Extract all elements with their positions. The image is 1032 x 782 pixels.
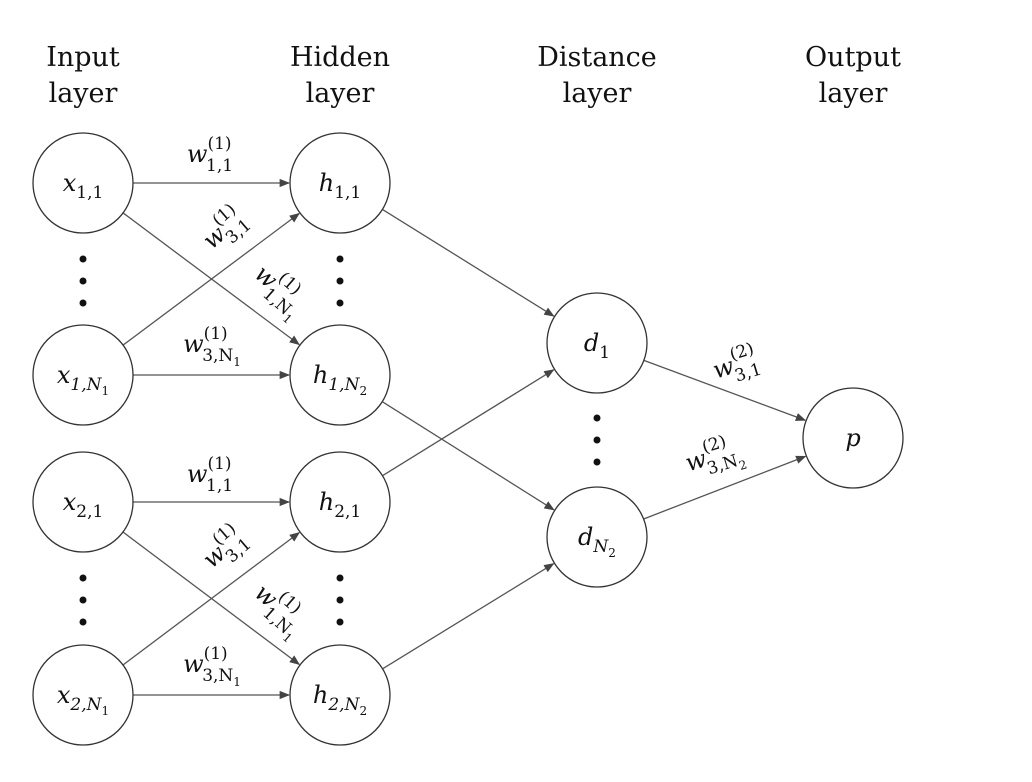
node-x1N: x1,N1 [32,324,134,426]
layer-title-line2: layer [49,78,118,109]
nodes: x1,1 x1,N1 x2,1 x2,N1 h1,1 h1,N2 h2,1 h2,N2 d1 dN… [32,132,904,746]
edges [122,178,807,700]
node-h11: h1,1 [289,132,391,234]
edge-h2N-dN [382,563,555,670]
node-dN: dN2 [546,486,648,588]
layer-title-line2: layer [563,78,632,109]
weight-label-w-f: w(2)3,N2 [680,428,749,488]
node-circle [289,132,391,234]
weight-text: w(2)3,N2 [680,428,749,488]
node-circle [546,292,648,394]
weight-label-w-a2: w(1)1,1 [187,454,233,496]
node-h21: h2,1 [289,451,391,553]
ellipsis-dot [336,255,344,263]
weight-label-w-d1: w(1)3,N1 [183,324,241,369]
weight-label-w-d2: w(1)3,N1 [183,644,241,689]
node-circle [289,644,391,746]
node-label: h1,N2 [313,361,367,398]
weight-label-w-a1: w(1)1,1 [187,134,233,176]
layer-title-hidden: Hidden layer [290,42,390,109]
ellipsis-input-2 [79,574,87,626]
node-h1N: h1,N2 [289,324,391,426]
weight-text: w(1)3,1 [193,199,255,261]
edge-h21-d1 [382,369,555,477]
weight-label-w-e: w(2)3,1 [708,338,764,392]
layer-title-line2: layer [819,78,888,109]
layer-title-line1: Distance [537,42,657,73]
node-circle [32,132,134,234]
node-circle [32,451,134,553]
node-label: d1 [584,329,610,363]
weight-label-w-b2: w(1)3,1 [193,518,255,580]
ellipsis-dot [79,574,87,582]
edge-dN-p [643,455,807,520]
weight-label-w-b1: w(1)3,1 [193,199,255,261]
layer-title-input: Input layer [46,42,120,109]
node-label: p [845,424,860,452]
node-x21: x2,1 [32,451,134,553]
node-p: p [802,387,904,489]
node-d1: d1 [546,292,648,394]
ellipsis-dot [593,458,601,466]
ellipsis-dot [79,277,87,285]
node-circle [289,324,391,426]
weight-text: w(1)3,N1 [183,324,241,369]
node-label: x1,1 [63,169,104,203]
weight-label-w-c1: w(1)1,N1 [242,255,315,327]
node-circle [32,324,134,426]
weight-text: w(2)3,1 [708,338,764,392]
ellipsis-dot [79,618,87,626]
node-circle [289,451,391,553]
layer-title-line1: Input [46,42,120,73]
node-label: h1,1 [319,169,362,203]
edge-d1-p [643,359,807,421]
weight-text: w(1)3,1 [193,518,255,580]
node-label: h2,N2 [313,681,367,718]
ellipsis-input-1 [79,255,87,307]
layer-title-line2: layer [306,78,375,109]
layer-title-output: Output layer [805,42,901,109]
ellipsis-dot [336,574,344,582]
node-circle [802,387,904,489]
weight-text: w(1)1,1 [187,134,233,176]
ellipsis-dot [336,618,344,626]
weight-text: w(1)1,N1 [242,574,315,646]
node-x11: x1,1 [32,132,134,234]
ellipsis-distance [593,414,601,466]
edge-x1N-h11 [122,212,300,346]
ellipsis-dot [79,596,87,604]
edge-h11-d1 [382,208,555,317]
edge-h1N-dN [381,401,555,511]
ellipsis-dot [336,596,344,604]
weight-text: w(1)1,N1 [242,255,315,327]
node-label: h2,1 [319,488,362,522]
weight-label-w-c2: w(1)1,N1 [242,574,315,646]
node-label: x1,N1 [57,361,109,398]
node-label: x2,N1 [57,681,109,718]
node-circle [32,644,134,746]
node-circle [546,486,648,588]
ellipsis-dot [79,255,87,263]
edge-x2N-h21 [122,532,301,666]
layer-title-line1: Hidden [290,42,390,73]
weight-text: w(1)3,N1 [183,644,241,689]
ellipsis-dot [336,299,344,307]
layer-title-line1: Output [805,42,901,73]
ellipsis-dot [593,414,601,422]
weight-labels: w(1)1,1w(1)3,1w(1)1,N1w(1)3,N1w(1)1,1w(1… [183,134,764,689]
ellipsis-hidden-2 [336,574,344,626]
ellipsis-hidden-1 [336,255,344,307]
node-h2N: h2,N2 [289,644,391,746]
node-label: x2,1 [63,488,104,522]
node-x2N: x2,N1 [32,644,134,746]
weight-text: w(1)1,1 [187,454,233,496]
ellipsis-dot [593,436,601,444]
ellipsis-dot [79,299,87,307]
node-label: dN2 [578,523,616,560]
layer-title-distance: Distance layer [537,42,657,109]
ellipsis-dot [336,277,344,285]
